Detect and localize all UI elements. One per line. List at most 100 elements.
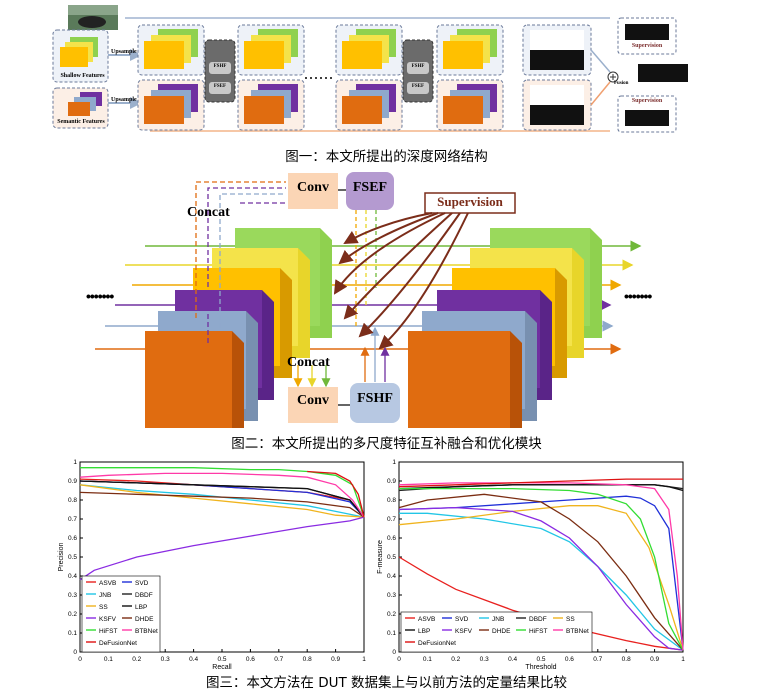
left-ellipsis: ••••••• bbox=[86, 288, 114, 304]
figure2-diagram bbox=[95, 172, 642, 428]
stage3-semantic bbox=[335, 79, 403, 131]
x-tick-label: 0 bbox=[78, 656, 82, 663]
series-line-lbp bbox=[79, 480, 365, 518]
y-tick-label: 1 bbox=[73, 459, 77, 466]
fusion-module-2 bbox=[402, 39, 434, 103]
y-tick-label: 0.2 bbox=[68, 611, 77, 618]
x-tick-label: 0.2 bbox=[132, 656, 141, 663]
series-line-btbnet bbox=[79, 472, 365, 518]
y-tick-label: 0.4 bbox=[68, 573, 77, 580]
series-line-lbp bbox=[398, 484, 684, 492]
x-tick-label: 0 bbox=[397, 656, 401, 663]
y-tick-label: 0.1 bbox=[387, 630, 396, 637]
x-axis-label: Recall bbox=[212, 664, 232, 671]
y-tick-label: 0 bbox=[392, 649, 396, 656]
x-tick-label: 0.7 bbox=[593, 656, 602, 663]
figure2-caption: 图二：本文所提出的多尺度特征互补融合和优化模块 bbox=[231, 436, 542, 452]
x-tick-label: 0.6 bbox=[565, 656, 574, 663]
y-tick-label: 0.5 bbox=[68, 554, 77, 561]
x-tick-label: 0.2 bbox=[451, 656, 460, 663]
stage4-shallow bbox=[436, 24, 504, 76]
bottom-fshf-label: FSHF bbox=[357, 391, 393, 406]
fshf-label-1: FSHF bbox=[213, 64, 227, 69]
fusion-module-1 bbox=[204, 39, 236, 103]
y-tick-label: 0 bbox=[73, 649, 77, 656]
legend-label: SVD bbox=[135, 580, 149, 587]
right-ellipsis: ••••••• bbox=[624, 288, 652, 304]
fshf-label-2: FSHF bbox=[411, 64, 425, 69]
x-tick-label: 0.1 bbox=[104, 656, 113, 663]
legend-label: DHDE bbox=[135, 616, 154, 623]
bottom-fshf-box bbox=[350, 383, 400, 423]
series-line-jnb bbox=[399, 512, 684, 651]
series-line-svd bbox=[398, 495, 684, 651]
bottom-concat-label: Concat bbox=[287, 355, 330, 370]
upsample-label-2: Upsample bbox=[111, 97, 137, 103]
supervision-label-2: Supervision bbox=[631, 98, 663, 104]
y-tick-label: 0.7 bbox=[387, 516, 396, 523]
series-line-ss bbox=[398, 505, 684, 651]
y-tick-label: 0.8 bbox=[68, 497, 77, 504]
top-concat-label: Concat bbox=[187, 205, 230, 220]
legend-label: SS bbox=[99, 604, 108, 611]
legend-label: DBDF bbox=[135, 592, 153, 599]
top-conv-box bbox=[288, 173, 338, 209]
legend-label: LBP bbox=[418, 628, 430, 635]
figure3-caption: 图三：本文方法在 DUT 数据集上与以前方法的定量结果比较 bbox=[205, 675, 568, 691]
x-tick-label: 0.4 bbox=[508, 656, 517, 663]
legend-label: DHDE bbox=[492, 628, 511, 635]
figure1-caption: 图一：本文所提出的深度网络结构 bbox=[285, 149, 488, 165]
stage3-shallow bbox=[335, 24, 403, 76]
semantic-features-box bbox=[52, 87, 109, 129]
stage2-shallow bbox=[237, 24, 305, 76]
legend-label: HiFST bbox=[99, 628, 117, 635]
upsample-label-1: Upsample bbox=[111, 49, 137, 55]
series-line-jnb bbox=[79, 484, 365, 518]
legend-label: BTBNet bbox=[135, 628, 158, 635]
legend-label: DeFusionNet bbox=[99, 640, 137, 647]
semantic-features-label: Semantic Features bbox=[57, 119, 105, 125]
y-tick-label: 0.2 bbox=[387, 611, 396, 618]
x-tick-label: 0.3 bbox=[480, 656, 489, 663]
supervision-maps bbox=[617, 17, 688, 133]
legend-label: JNB bbox=[492, 616, 504, 623]
y-tick-label: 0.4 bbox=[387, 573, 396, 580]
legend-label: KSFV bbox=[99, 616, 117, 623]
x-axis-label: Threshold bbox=[525, 664, 556, 671]
legend-label: ASVB bbox=[99, 580, 116, 587]
x-tick-label: 0.8 bbox=[303, 656, 312, 663]
fusion-label: Fusion bbox=[614, 81, 629, 86]
y-tick-label: 0.5 bbox=[387, 554, 396, 561]
y-axis-label: Precision bbox=[58, 543, 65, 572]
legend-label: LBP bbox=[135, 604, 147, 611]
y-tick-label: 0.3 bbox=[387, 592, 396, 599]
legend-label: SVD bbox=[455, 616, 469, 623]
x-tick-label: 0.1 bbox=[423, 656, 432, 663]
top-fsef-box bbox=[346, 172, 394, 210]
stage4-semantic bbox=[436, 79, 504, 131]
y-tick-label: 0.9 bbox=[387, 478, 396, 485]
supervision-label-1: Supervision bbox=[631, 43, 663, 49]
bottom-conv-box bbox=[288, 387, 338, 423]
x-tick-label: 0.7 bbox=[274, 656, 283, 663]
legend-label: SS bbox=[566, 616, 575, 623]
stage2-semantic bbox=[237, 79, 305, 131]
legend-label: HiFST bbox=[529, 628, 547, 635]
y-tick-label: 0.6 bbox=[68, 535, 77, 542]
series-line-ss bbox=[79, 484, 365, 518]
x-tick-label: 0.8 bbox=[622, 656, 631, 663]
shallow-features-label: Shallow Features bbox=[60, 73, 105, 79]
top-conv-label: Conv bbox=[297, 180, 329, 195]
y-tick-label: 1 bbox=[392, 459, 396, 466]
series-line-ksfv bbox=[79, 516, 365, 581]
x-tick-label: 0.9 bbox=[331, 656, 340, 663]
y-tick-label: 0.1 bbox=[68, 630, 77, 637]
series-line-dhde bbox=[398, 493, 684, 651]
stage1-semantic bbox=[137, 79, 205, 131]
x-tick-label: 1 bbox=[362, 656, 366, 663]
stage1-shallow bbox=[137, 24, 205, 76]
y-tick-label: 0.3 bbox=[68, 592, 77, 599]
x-tick-label: 0.4 bbox=[189, 656, 198, 663]
y-tick-label: 0.6 bbox=[387, 535, 396, 542]
bottom-conv-label: Conv bbox=[297, 393, 329, 408]
